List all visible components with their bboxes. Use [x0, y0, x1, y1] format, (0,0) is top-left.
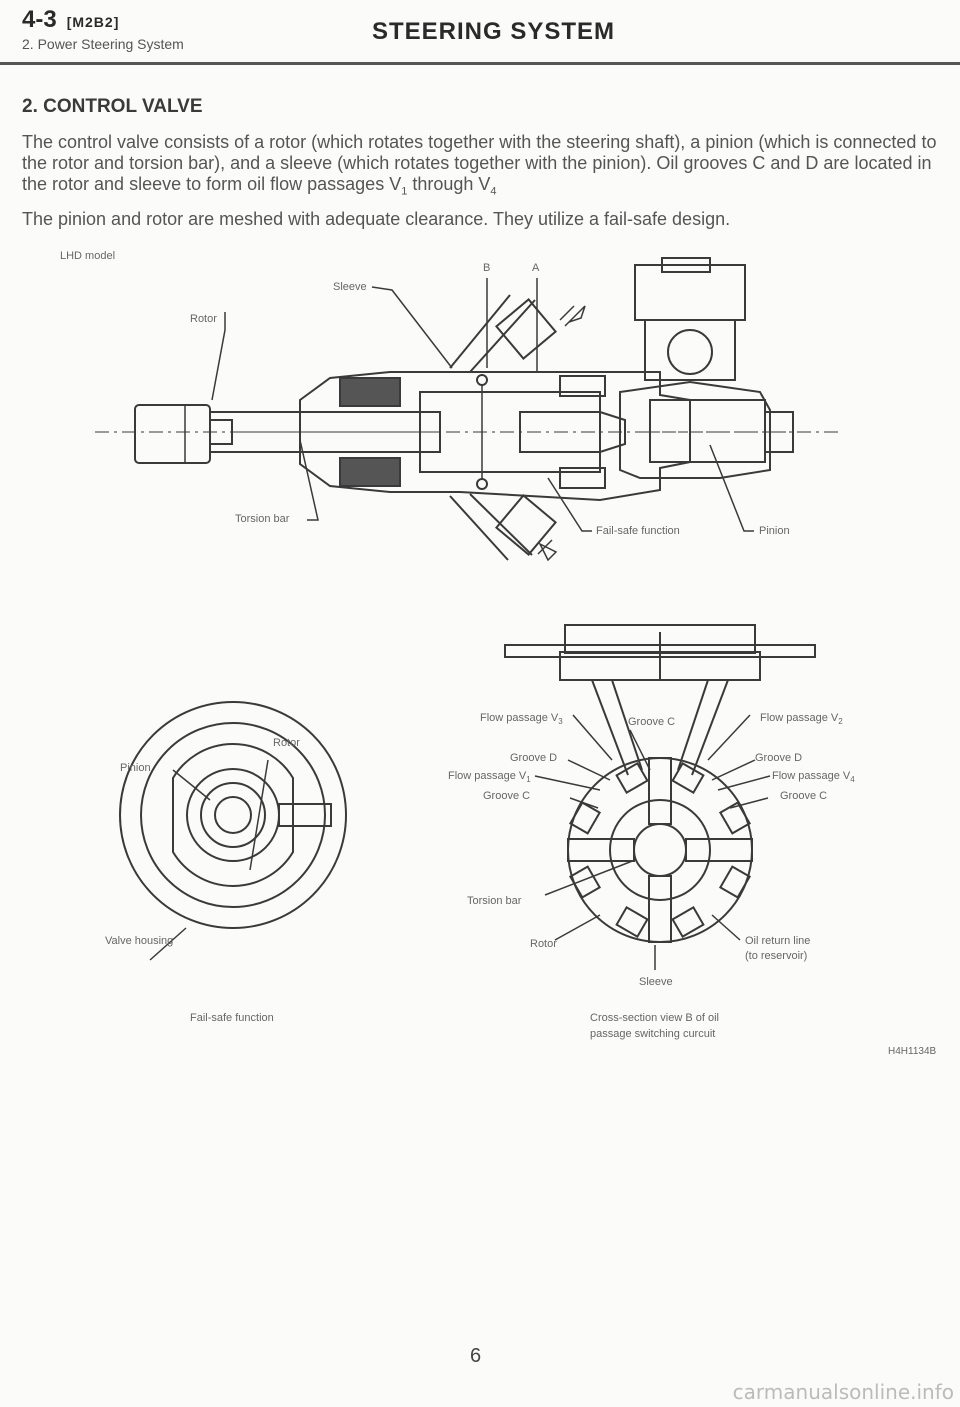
breadcrumb: 2. Power Steering System	[22, 36, 184, 52]
label-rotor-right: Rotor	[530, 938, 557, 950]
paragraph-1: The control valve consists of a rotor (w…	[22, 132, 937, 198]
label-rotor: Rotor	[190, 313, 217, 325]
header-divider	[0, 62, 960, 65]
section-body: The control valve consists of a rotor (w…	[22, 132, 952, 230]
label-groove-c-left: Groove C	[483, 790, 531, 802]
label-groove-c-right: Groove C	[780, 790, 828, 802]
label-flow-v2: Flow passage V2	[760, 712, 843, 727]
control-valve-drawing	[95, 257, 840, 562]
page-number: 4-3[M2B2]	[22, 6, 120, 33]
watermark-text: carmanualsonline.info	[732, 1380, 954, 1404]
label-a: A	[532, 262, 540, 274]
fail-safe-section-drawing	[119, 701, 347, 961]
label-groove-d-left: Groove D	[510, 752, 558, 764]
label-torsion-bar: Torsion bar	[235, 513, 290, 525]
label-flow-v4: Flow passage V4	[772, 770, 855, 785]
label-b: B	[483, 262, 491, 274]
label-oil-return-reservoir: (to reservoir)	[745, 950, 808, 962]
footer-page-number: 6	[470, 1345, 482, 1367]
model-label: LHD model	[60, 250, 116, 262]
label-rotor-left: Rotor	[273, 737, 300, 749]
caption-fail-safe: Fail-safe function	[190, 1012, 274, 1024]
paragraph-2: The pinion and rotor are meshed with ade…	[22, 208, 731, 229]
label-oil-return: Oil return line	[745, 935, 811, 947]
label-flow-v3: Flow passage V3	[480, 712, 563, 727]
figure-code: H4H1134B	[888, 1046, 937, 1057]
label-groove-d-right: Groove D	[755, 752, 803, 764]
label-groove-c-top: Groove C	[628, 716, 676, 728]
label-fail-safe: Fail-safe function	[596, 525, 680, 537]
label-pinion: Pinion	[759, 525, 790, 537]
label-flow-v1: Flow passage V1	[448, 770, 531, 785]
label-torsion-bar-right: Torsion bar	[467, 895, 522, 907]
oil-passage-section-drawing	[504, 624, 816, 970]
caption-cross-section-2: passage switching curcuit	[590, 1028, 716, 1040]
caption-cross-section-1: Cross-section view B of oil	[590, 1012, 719, 1024]
label-sleeve: Sleeve	[333, 281, 367, 293]
label-pinion-left: Pinion	[120, 762, 151, 774]
section-title: 2. CONTROL VALVE	[22, 96, 203, 117]
label-sleeve-right: Sleeve	[639, 976, 673, 988]
label-valve-housing: Valve housing	[105, 935, 174, 947]
section-code: [M2B2]	[66, 14, 120, 30]
page-title: STEERING SYSTEM	[372, 18, 616, 45]
